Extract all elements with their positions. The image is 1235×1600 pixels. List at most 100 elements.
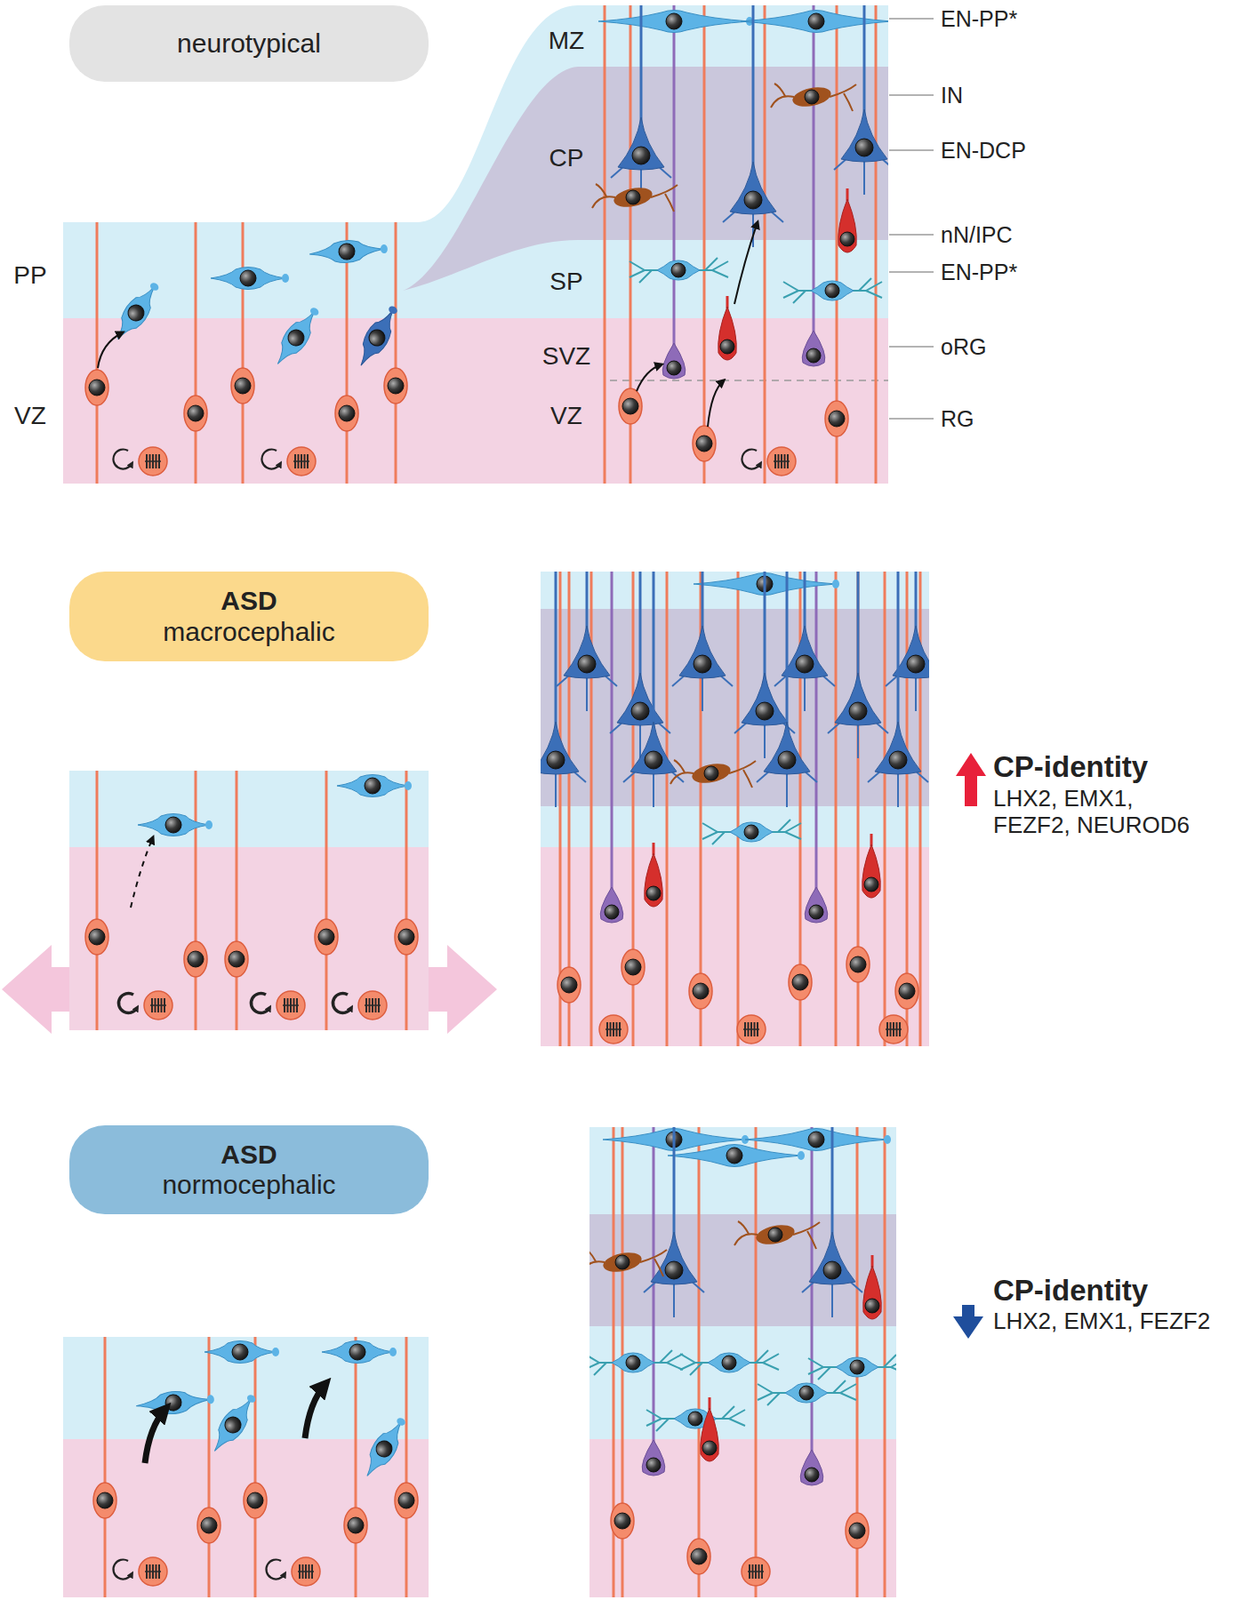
decrease-arrow (953, 1305, 984, 1340)
nucleus (187, 405, 204, 422)
cell-cycle-arrow (250, 994, 270, 1014)
mitotic-cell (767, 447, 796, 476)
radial-fiber (603, 5, 607, 484)
preplate-neuron (351, 301, 405, 371)
germinal-zone (589, 1439, 897, 1598)
gene-list: LHX2, EMX1, FEZF2 (993, 1308, 1211, 1336)
layer-label: IN (940, 82, 963, 109)
radial-glia (184, 395, 208, 432)
nucleus (720, 339, 735, 354)
apical-dendrite (585, 571, 589, 634)
radial-fiber (254, 1337, 257, 1501)
apical-dendrite (857, 571, 860, 681)
layer-label: CP (549, 144, 585, 173)
radial-glia (689, 973, 713, 1010)
chromosome (364, 1004, 381, 1007)
preplate-neuron (137, 814, 213, 837)
nucleus (546, 751, 565, 770)
nucleus (702, 1441, 717, 1456)
radial-glia (394, 1483, 418, 1519)
nucleus (561, 977, 578, 994)
nucleus (665, 1261, 683, 1280)
cortical-plate-wedge (402, 66, 889, 291)
lineage-arrow (636, 364, 662, 392)
leader-line (889, 417, 934, 420)
apical-dendrite (701, 571, 705, 634)
expansion-arrow (1, 945, 72, 1035)
radial-glia (93, 1483, 117, 1519)
nucleus (615, 1255, 630, 1270)
nucleus (364, 777, 381, 794)
nucleus (721, 1355, 737, 1371)
preplate-neuron (740, 10, 889, 33)
neuron-body (204, 1341, 276, 1364)
cell-cycle-arrow (332, 994, 352, 1014)
leader-line (889, 17, 934, 20)
nucleus (840, 232, 855, 247)
radial-fiber (96, 222, 99, 388)
nucleus (200, 1517, 217, 1534)
chromosome (144, 1571, 161, 1573)
outer-radial-glia (801, 330, 826, 367)
pyramidal-neuron (540, 721, 579, 775)
apical-dendrite (673, 1127, 676, 1240)
nucleus (665, 13, 682, 30)
pyramidal-neuron (874, 721, 922, 775)
radial-fiber (883, 571, 887, 1047)
nucleus (622, 398, 639, 415)
newborn-neuron (863, 1266, 883, 1320)
cell-cycle-arrow (112, 1560, 132, 1580)
pill-text: macrocephalic (162, 617, 335, 649)
nucleus (849, 1523, 866, 1540)
nucleus (804, 1467, 819, 1483)
nucleus (347, 1517, 364, 1534)
apical-dendrite (785, 571, 789, 730)
dendrites (623, 769, 684, 808)
radial-glia (692, 425, 716, 462)
nucleus (690, 1548, 707, 1565)
outer-radial-glia (800, 1450, 824, 1486)
lineage-arrow (130, 837, 153, 908)
growth-cone (883, 1135, 891, 1145)
mitotic-cell (879, 1015, 908, 1044)
pyramidal-neuron (841, 109, 888, 162)
nucleus (632, 146, 650, 165)
chromosome (885, 1028, 902, 1031)
marginal-zone (540, 571, 930, 1047)
mitotic-cell (138, 447, 168, 476)
title-pill: ASDmacrocephalic (69, 571, 429, 662)
radial-fiber (208, 1337, 211, 1526)
layer-label: EN-PP* (940, 6, 1018, 33)
radial-fiber (815, 571, 818, 891)
radial-glia (344, 1507, 368, 1544)
tissue-block (93, 1337, 418, 1598)
chromosome (605, 1028, 622, 1031)
chromosome (743, 1028, 760, 1031)
radial-fiber (737, 571, 740, 1047)
nucleus (398, 1492, 415, 1509)
pyramidal-neuron (809, 1232, 856, 1285)
radial-fiber (799, 571, 802, 983)
chromosome (773, 460, 790, 463)
radial-glia (394, 919, 418, 955)
newborn-neuron (862, 844, 882, 899)
radial-glia (224, 941, 249, 978)
apical-dendrite (831, 1127, 835, 1240)
nucleus (744, 825, 759, 840)
cortical-plate (589, 1214, 897, 1327)
preplate-ground (69, 770, 429, 848)
radial-fiber (874, 5, 878, 484)
layer-label: MZ (548, 26, 585, 56)
nucleus (88, 929, 105, 946)
identity-heading: CP-identity (993, 1274, 1148, 1308)
preplate-neuron (693, 573, 840, 596)
chromosome (144, 460, 161, 463)
pill-heading: ASD (220, 585, 277, 618)
tissue-panel (63, 1127, 897, 1598)
nucleus (809, 905, 824, 920)
outer-radial-glia (600, 887, 624, 923)
nucleus (864, 877, 879, 892)
outer-radial-glia (804, 887, 828, 923)
interneuron (753, 1222, 796, 1249)
tissue-block (540, 571, 930, 1047)
